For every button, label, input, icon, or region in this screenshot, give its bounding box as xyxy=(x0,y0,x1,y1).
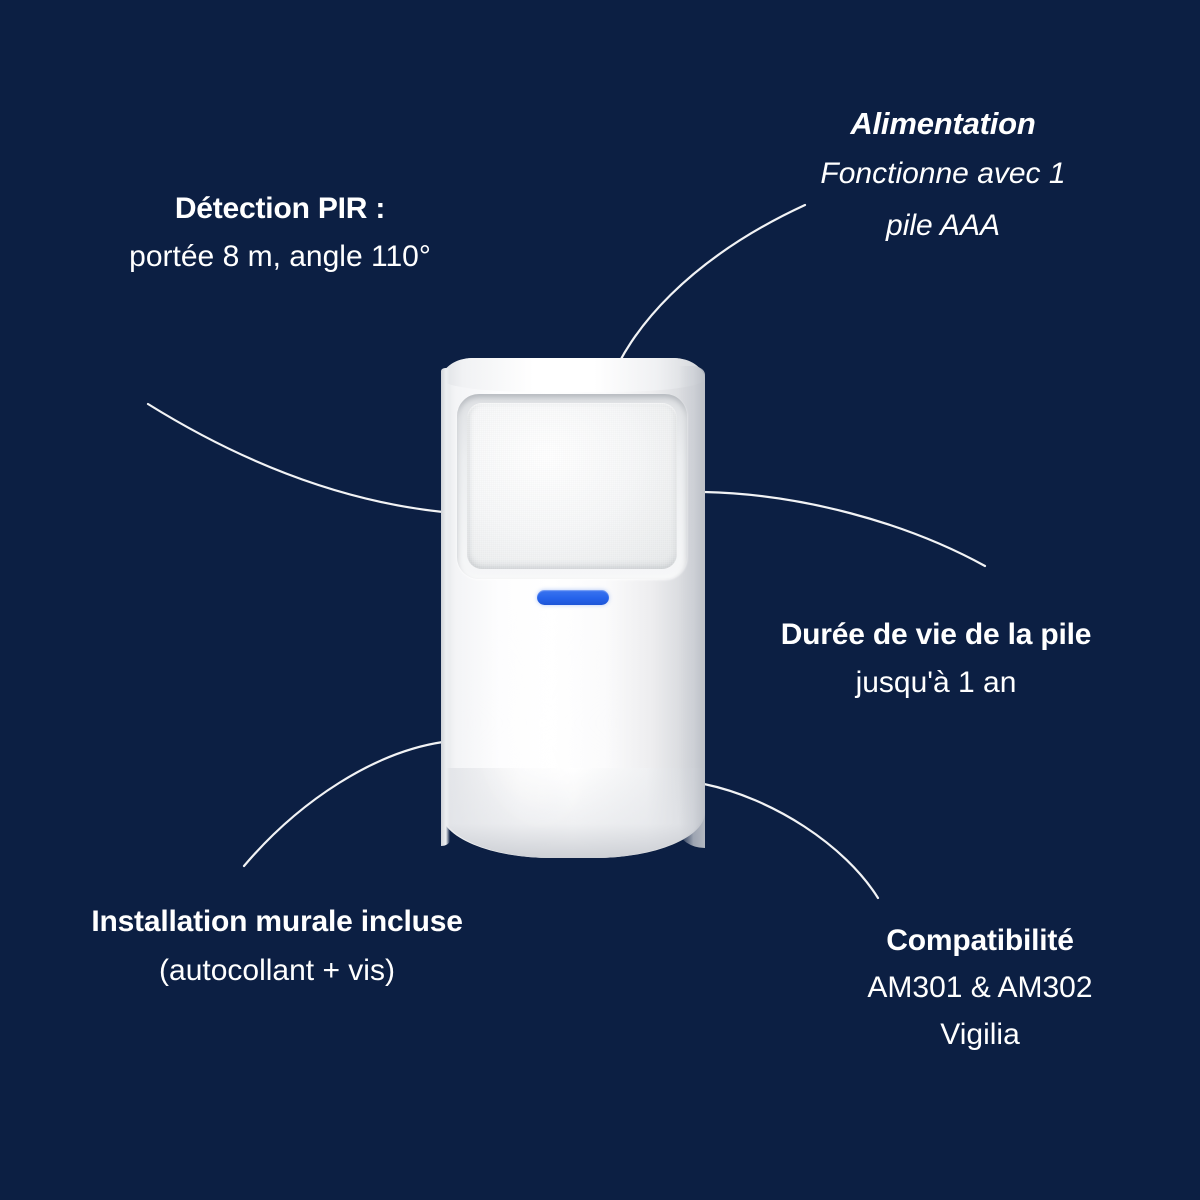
status-led-indicator xyxy=(537,590,609,605)
callout-detection: Détection PIR : portée 8 m, angle 110° xyxy=(30,186,530,282)
callout-battery-life: Durée de vie de la pile jusqu'à 1 an xyxy=(706,612,1166,708)
callout-detection-line-1: portée 8 m, angle 110° xyxy=(129,240,431,273)
fresnel-lens-window xyxy=(467,403,677,569)
callout-compatibility: Compatibilité AM301 & AM302 Vigilia xyxy=(800,918,1160,1058)
callout-power-title: Alimentation xyxy=(850,106,1036,141)
lens-bezel xyxy=(457,394,687,579)
leader-line-battery xyxy=(702,490,987,568)
callout-detection-title: Détection PIR : xyxy=(174,192,386,225)
leader-line-detection xyxy=(146,402,445,514)
callout-mounting: Installation murale incluse (autocollant… xyxy=(52,898,502,997)
callout-mounting-title: Installation murale incluse xyxy=(91,905,463,938)
leader-line-mounting xyxy=(242,740,445,868)
callout-power-line-1: Fonctionne avec 1 xyxy=(820,157,1066,190)
callout-mounting-line-1: (autocollant + vis) xyxy=(159,954,395,987)
leader-line-compatibility xyxy=(702,782,880,900)
callout-compatibility-title: Compatibilité xyxy=(886,924,1074,957)
device-top-cap xyxy=(442,358,704,392)
callout-compatibility-line-2: Vigilia xyxy=(940,1018,1020,1051)
callout-compatibility-line-1: AM301 & AM302 xyxy=(867,971,1093,1004)
callout-power: Alimentation Fonctionne avec 1 pile AAA xyxy=(718,100,1168,252)
callout-battery-life-line-1: jusqu'à 1 an xyxy=(855,666,1017,699)
pir-sensor-device xyxy=(441,358,705,858)
callout-battery-life-title: Durée de vie de la pile xyxy=(780,618,1092,651)
device-sheen xyxy=(467,608,617,838)
callout-power-line-2: pile AAA xyxy=(886,209,1000,242)
device-left-rim xyxy=(441,368,450,846)
